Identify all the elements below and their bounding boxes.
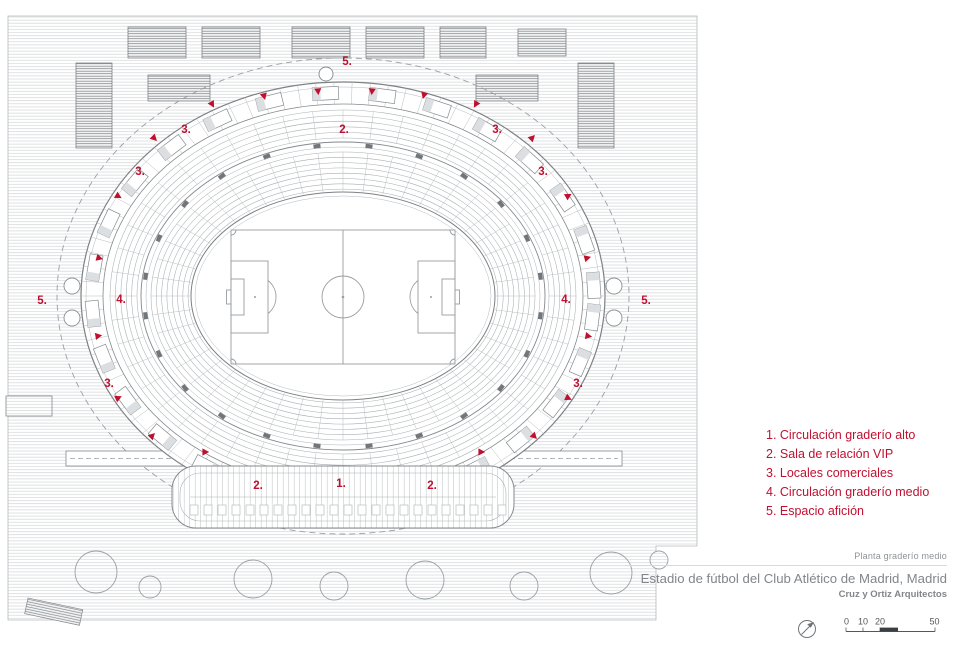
podium-rooms xyxy=(189,504,507,516)
west-service-structure xyxy=(5,395,53,417)
pitch-apron-line xyxy=(194,195,492,397)
tier-walkway-outer xyxy=(140,141,546,451)
roof-edge xyxy=(56,57,630,535)
plan-label: 2. xyxy=(427,480,437,492)
tier-walkway-inner xyxy=(145,146,541,446)
southwest-ramp xyxy=(24,597,84,626)
plan-label: 2. xyxy=(339,124,349,136)
plan-label: 5. xyxy=(37,295,47,307)
scale-label: 10 xyxy=(858,617,868,627)
legend-item: 5. Espacio afición xyxy=(766,504,864,518)
football-pitch xyxy=(226,229,460,365)
plan-label: 5. xyxy=(641,295,651,307)
architects-name: Cruz y Ortiz Arquitectos xyxy=(838,589,947,600)
scale-label: 50 xyxy=(929,617,939,627)
project-title: Estadio de fútbol del Club Atlético de M… xyxy=(640,571,947,586)
plan-label: 3. xyxy=(104,378,114,390)
plan-label: 3. xyxy=(538,166,548,178)
plan-label: 1. xyxy=(336,478,346,490)
plan-label: 4. xyxy=(561,294,571,306)
title-block: Planta graderío medio Estadio de fútbol … xyxy=(625,551,947,600)
vomitories xyxy=(143,143,543,449)
legend-item: 4. Circulación graderío medio xyxy=(766,485,930,499)
section-arrows xyxy=(94,88,593,456)
legend-item: 3. Locales comerciales xyxy=(766,466,894,480)
plan-label: 2. xyxy=(253,480,263,492)
legend: 1. Circulación graderío alto 2. Sala de … xyxy=(766,426,929,521)
plan-label: 3. xyxy=(492,124,502,136)
bowl-inner-edge xyxy=(190,191,496,401)
north-plaza-kiosk xyxy=(318,66,334,82)
plan-label: 5. xyxy=(342,56,352,68)
scale-bar: 0 10 20 50 xyxy=(798,617,940,638)
plaza-trees xyxy=(74,550,669,601)
plan-name: Planta graderío medio xyxy=(854,551,947,561)
plan-label: 3. xyxy=(573,378,583,390)
plan-label: 3. xyxy=(135,166,145,178)
plan-label: 4. xyxy=(116,294,126,306)
south-podium xyxy=(171,465,515,529)
plan-label: 3. xyxy=(181,124,191,136)
legend-item: 2. Sala de relación VIP xyxy=(766,447,894,461)
north-arrow-icon xyxy=(798,620,816,638)
legend-item: 1. Circulación graderío alto xyxy=(766,428,916,442)
scale-label: 20 xyxy=(875,617,885,627)
plaza-kiosks xyxy=(63,277,623,327)
pergola-blocks xyxy=(75,26,615,149)
title-divider xyxy=(625,565,947,566)
scale-label: 0 xyxy=(844,617,849,627)
seating-aisles xyxy=(110,110,576,482)
